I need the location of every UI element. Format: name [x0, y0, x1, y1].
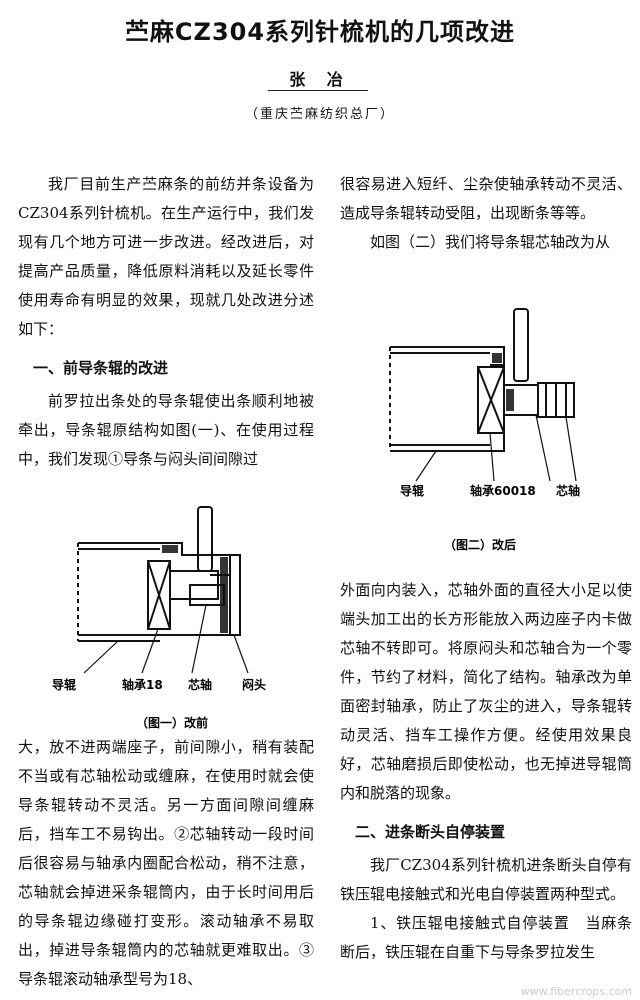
fig1-label-roller: 导辊: [52, 677, 76, 692]
fig1-caption: （图一）改前: [136, 715, 208, 730]
section-heading-2: 二、进条断头自停装置: [355, 823, 506, 841]
fig2-label-axle: 芯轴: [556, 483, 580, 498]
right-paragraph-1: 很容易进入短纤、尘杂使轴承转动不灵活、造成导条辊转动受阻，出现断条等等。: [340, 175, 632, 222]
right-paragraph-3: 外面向内装入，芯轴外面的直径大小足以使端头加工出的长方形能放入两边座子内卡做芯轴…: [340, 581, 632, 802]
section-heading-1: 一、前导条辊的改进: [33, 359, 169, 377]
author-underline: [268, 90, 368, 91]
right-paragraph-2: 如图（二）我们将导条辊芯轴改为从: [370, 233, 611, 251]
fig1-label-bearing: 轴承18: [122, 677, 163, 692]
fig1-label-cap: 闷头: [242, 677, 266, 692]
figure-2: 导辊 轴承60018 芯轴 （图二）改后: [340, 305, 632, 555]
author-name: 张 冶: [289, 70, 351, 89]
right-column-upper: 很容易进入短纤、尘杂使轴承转动不灵活、造成导条辊转动受阻，出现断条等等。 如图（…: [340, 170, 632, 257]
watermark: www.fibercrops.com: [520, 985, 632, 998]
section2-paragraph: 我厂CZ304系列针梳机进条断头自停有铁压辊电接触式和光电自停装置两种型式。: [340, 856, 632, 903]
figure-2-drawing: 导辊 轴承60018 芯轴 （图二）改后: [389, 308, 580, 552]
figure-1: 导辊 轴承18 芯轴 闷头 （图一）改前: [20, 505, 316, 735]
fig2-label-bearing: 轴承60018: [470, 483, 536, 498]
fig2-caption: （图二）改后: [444, 537, 516, 552]
left-column-lower: 大，放不进两端座子，前间隙小，稍有装配不当或有芯轴松动或缠麻，在使用时就会使导条…: [18, 733, 314, 994]
article-title: 苎麻CZ304系列针梳机的几项改进: [124, 18, 516, 46]
right-column-lower: 外面向内装入，芯轴外面的直径大小足以使端头加工出的长方形能放入两边座子内卡做芯轴…: [340, 576, 632, 967]
intro-paragraph: 我厂目前生产苎麻条的前纺并条设备为CZ304系列针梳机。在生产运行中，我们发现有…: [18, 175, 314, 338]
author-affiliation: （重庆苎麻纺织总厂）: [244, 107, 395, 122]
fig1-label-axle: 芯轴: [188, 677, 212, 692]
section1-paragraph: 前罗拉出条处的导条辊使出条顺利地被牵出，导条辊原结构如图(一)、在使用过程中，我…: [18, 392, 314, 468]
fig2-label-roller: 导辊: [400, 483, 424, 498]
figure-1-drawing: 导辊 轴承18 芯轴 闷头 （图一）改前: [52, 506, 266, 730]
section2-paragraph-2: 1、铁压辊电接触式自停装置 当麻条断后，铁压辊在自重下与导条罗拉发生: [340, 914, 632, 961]
section1-paragraph-cont: 大，放不进两端座子，前间隙小，稍有装配不当或有芯轴松动或缠麻，在使用时就会使导条…: [18, 738, 314, 988]
left-column-upper: 我厂目前生产苎麻条的前纺并条设备为CZ304系列针梳机。在生产运行中，我们发现有…: [18, 170, 314, 474]
